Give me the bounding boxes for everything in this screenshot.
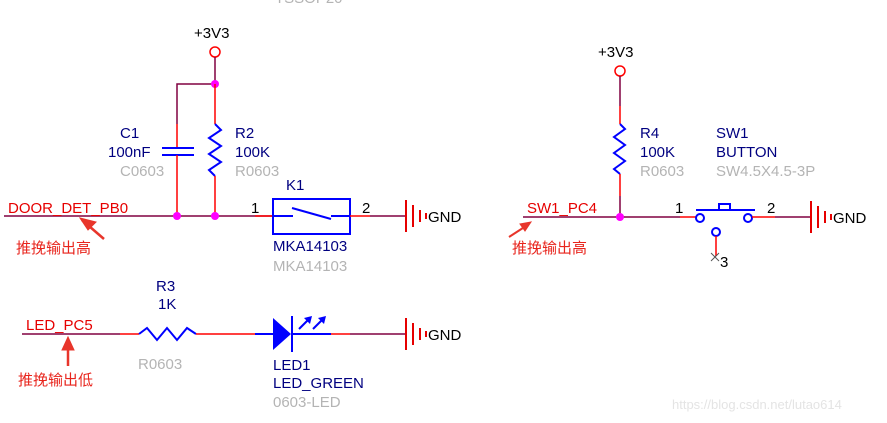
sw1-value: BUTTON <box>716 144 777 161</box>
c1-ref: C1 <box>120 125 139 142</box>
ground-symbol-icon <box>810 201 832 233</box>
r2-footprint: R0603 <box>235 163 279 180</box>
annotation-led: 推挽输出低 <box>18 372 93 389</box>
power-port-icon <box>614 65 626 77</box>
resistor-r3-icon <box>138 326 197 342</box>
arrow-head-icon <box>61 335 75 351</box>
sw1-footprint: SW4.5X4.5-3P <box>716 163 815 180</box>
annotation-button: 推挽输出高 <box>512 240 587 257</box>
net-label-door-det: DOOR_DET_PB0 <box>8 200 128 217</box>
gnd-label: GND <box>833 210 867 227</box>
r2-ref: R2 <box>235 125 254 142</box>
r3-ref: R3 <box>156 278 175 295</box>
k1-pin2: 2 <box>362 200 370 217</box>
watermark: https://blog.csdn.net/lutao614 <box>672 397 842 412</box>
led1-value: LED_GREEN <box>273 375 364 392</box>
junction-dot <box>616 213 624 221</box>
power-label-3v3: +3V3 <box>194 25 229 42</box>
sw1-pin3: 3 <box>720 254 728 271</box>
r3-value: 1K <box>158 296 176 313</box>
power-label-3v3: +3V3 <box>598 44 633 61</box>
r4-value: 100K <box>640 144 675 161</box>
led-diode-icon <box>273 318 291 350</box>
r2-value: 100K <box>235 144 270 161</box>
wire <box>176 83 215 124</box>
led1-ref: LED1 <box>273 357 311 374</box>
k1-ref: K1 <box>286 177 304 194</box>
net-label-sw1: SW1_PC4 <box>527 200 597 217</box>
sw1-pin2: 2 <box>767 200 775 217</box>
r3-footprint: R0603 <box>138 356 182 373</box>
no-connect-mark <box>710 252 720 262</box>
arrow-head-icon <box>78 217 97 231</box>
power-port-icon <box>209 46 221 58</box>
net-label-led: LED_PC5 <box>26 317 93 334</box>
gnd-label: GND <box>428 327 462 344</box>
switch-blade <box>291 207 332 220</box>
ground-symbol-icon <box>405 318 427 350</box>
r4-ref: R4 <box>640 125 659 142</box>
r4-footprint: R0603 <box>640 163 684 180</box>
resistor-r4-icon <box>612 123 627 175</box>
cut-off-package-label: TSSOP20 <box>275 0 343 7</box>
ground-symbol-icon <box>405 200 427 232</box>
button-circuit: +3V3 R4 100K R0603 SW1 BUTTON SW4.5X4.5-… <box>508 44 867 271</box>
c1-value: 100nF <box>108 144 151 161</box>
sw1-ref: SW1 <box>716 125 749 142</box>
arrow-head-icon <box>519 221 533 232</box>
c1-footprint: C0603 <box>120 163 164 180</box>
led-circuit: R3 1K LED_PC5 R0603 LED1 LED_GREEN 0603-… <box>18 278 462 411</box>
push-button-sw1-icon <box>695 203 755 237</box>
sw1-pin1: 1 <box>675 200 683 217</box>
k1-footprint: MKA14103 <box>273 258 347 275</box>
annotation-door: 推挽输出高 <box>16 240 91 257</box>
k1-pin1: 1 <box>251 200 259 217</box>
junction-dot <box>173 212 181 220</box>
k1-value: MKA14103 <box>273 238 347 255</box>
junction-dot <box>211 212 219 220</box>
gnd-label: GND <box>428 209 462 226</box>
door-detect-circuit: +3V3 C1 100nF C0603 R2 100K R0603 DOOR_D… <box>4 25 462 275</box>
resistor-r2-icon <box>207 123 223 177</box>
light-emission-arrows-icon <box>298 316 326 330</box>
led1-footprint: 0603-LED <box>273 394 341 411</box>
